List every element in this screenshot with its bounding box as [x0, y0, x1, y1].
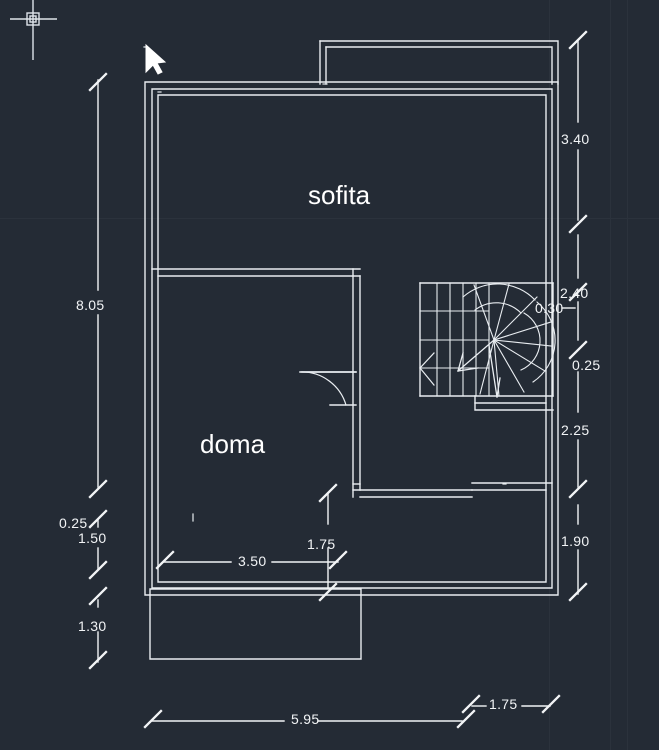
dim-label-door-offset: 1.75: [307, 536, 336, 552]
inner-wall-face: [157, 94, 547, 583]
bottom-balcony: [149, 588, 362, 660]
wall-doma-south: [352, 482, 553, 498]
viewport-guide-vertical-3: [549, 0, 550, 750]
dim-label-balcony-width: 1.75: [489, 696, 518, 712]
dim-label-segment-240: 2.40: [560, 285, 589, 301]
dim-label-segment-225: 2.25: [561, 422, 590, 438]
stair-lower-arrow: [419, 352, 435, 386]
door-swing: [299, 371, 357, 406]
dim-left-chain: [88, 72, 108, 670]
dim-label-room-width: 3.50: [238, 553, 267, 569]
dim-label-segment-340: 3.40: [561, 131, 590, 147]
dim-bottom-175: [461, 694, 561, 714]
dim-label-wall-thickness: 0.25: [59, 515, 88, 531]
dim-bottom-595: [143, 709, 476, 729]
viewport-guide-vertical-1: [610, 0, 611, 750]
top-balcony: [319, 40, 559, 85]
dim-label-segment-150: 1.50: [78, 530, 107, 546]
dim-label-segment-025: 0.25: [572, 357, 601, 373]
dim-label-segment-130: 1.30: [78, 618, 107, 634]
dim-interior-350: [155, 550, 348, 570]
outer-wall: [144, 81, 559, 596]
viewport-guide-vertical-2: [627, 0, 628, 750]
stair-enclosure: [419, 282, 554, 411]
wall-interior-vertical: [352, 268, 361, 498]
dim-label-overall-width: 5.95: [291, 711, 320, 727]
room-label-doma: doma: [200, 429, 266, 459]
wall-divider-horizontal: [151, 268, 361, 277]
stair-straight-treads: [419, 282, 490, 397]
stair-winder-arcs: [462, 283, 556, 383]
dim-right-chain: [561, 30, 588, 602]
dim-label-segment-190: 1.90: [561, 533, 590, 549]
dim-label-stair-width: 0.30: [535, 300, 564, 316]
dim-interior-175: [318, 483, 338, 602]
room-label-sofita: sofita: [308, 180, 371, 210]
viewport-guide-horizontal: [0, 218, 659, 219]
dim-label-overall-height: 8.05: [76, 297, 105, 313]
stair-direction-arrow: [457, 339, 501, 398]
